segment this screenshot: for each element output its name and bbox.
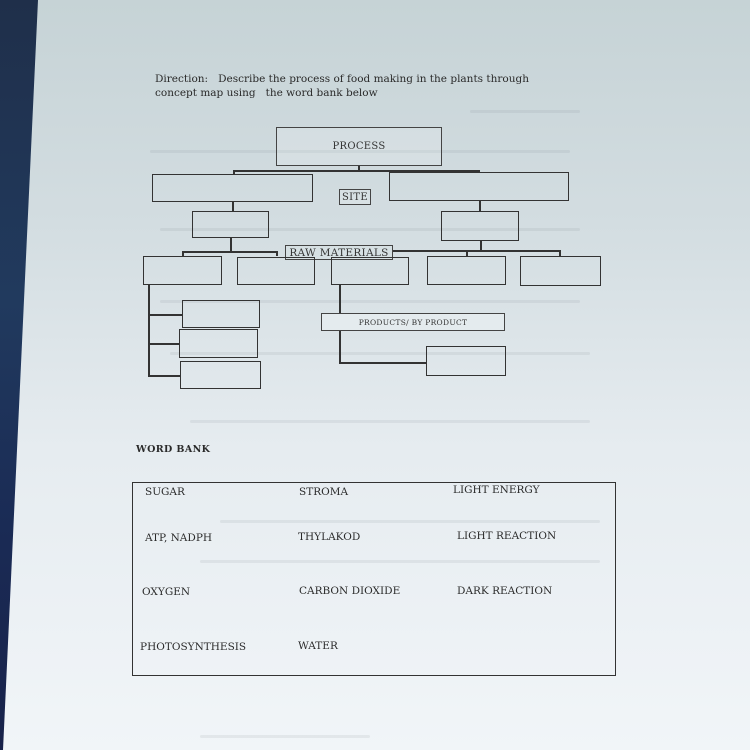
connector-line [276, 251, 278, 256]
blank-box-left-small[interactable] [192, 211, 269, 238]
connector-line [358, 166, 360, 171]
connector-line [232, 202, 234, 211]
blank-box-stack-3[interactable] [180, 361, 261, 389]
connector-line [148, 375, 180, 377]
blank-box-right-wide[interactable] [389, 172, 569, 201]
bleed-through-text [190, 420, 590, 423]
process-label: PROCESS [332, 141, 386, 152]
blank-box-right-small[interactable] [441, 211, 519, 241]
bleed-through-text [220, 520, 600, 523]
bleed-through-text [160, 228, 580, 231]
site-box: SITE [339, 189, 371, 205]
connector-line [339, 362, 427, 364]
connector-line [393, 250, 560, 252]
blank-box-left-wide[interactable] [152, 174, 313, 202]
connector-line [233, 170, 479, 172]
direction-line-1: Direction: Describe the process of food … [155, 73, 529, 85]
word-bank-title: WORD BANK [136, 444, 211, 455]
word-bank-item: LIGHT REACTION [457, 530, 557, 542]
word-bank-item: THYLAKOD [298, 531, 361, 543]
word-bank-item: PHOTOSYNTHESIS [140, 641, 247, 653]
raw-material-box-3[interactable] [331, 257, 409, 285]
connector-line [182, 251, 184, 256]
word-bank-item: CARBON DIOXIDE [299, 585, 401, 597]
direction-text: Direction: Describe the process of food … [155, 72, 585, 100]
word-bank-item: SUGAR [145, 486, 185, 498]
raw-material-box-5[interactable] [520, 256, 601, 286]
word-bank-item: WATER [298, 640, 338, 652]
raw-materials-label: RAW MATERIALS [289, 246, 389, 259]
connector-line [230, 238, 232, 252]
direction-line-2: concept map using the word bank below [155, 87, 378, 99]
word-bank-item: STROMA [299, 486, 349, 498]
bleed-through-text [470, 110, 580, 113]
connector-line [478, 170, 480, 173]
connector-line [479, 201, 481, 211]
word-bank-item: LIGHT ENERGY [453, 484, 540, 496]
site-label: SITE [342, 191, 368, 203]
word-bank-item: ATP, NADPH [145, 532, 213, 544]
background-surface [0, 0, 38, 750]
raw-material-box-2[interactable] [237, 257, 315, 285]
raw-material-box-1[interactable] [143, 256, 222, 285]
raw-material-box-4[interactable] [427, 256, 506, 285]
bleed-through-text [150, 150, 570, 153]
blank-box-stack-1[interactable] [182, 300, 260, 328]
process-box: PROCESS [276, 127, 442, 166]
connector-line [148, 314, 182, 316]
raw-materials-box: RAW MATERIALS [285, 245, 393, 260]
products-label: PRODUCTS/ BY PRODUCT [358, 317, 468, 327]
connector-line [480, 241, 482, 251]
connector-line [233, 170, 235, 175]
connector-line [182, 251, 277, 253]
bleed-through-text [200, 560, 600, 563]
connector-line [466, 250, 468, 256]
connector-line [559, 250, 561, 256]
word-bank-item: OXYGEN [142, 586, 191, 598]
bleed-through-text [160, 300, 580, 303]
blank-box-product[interactable] [426, 346, 506, 376]
connector-line [148, 285, 150, 376]
word-bank-item: DARK REACTION [457, 585, 553, 597]
word-bank-box [132, 482, 616, 676]
bleed-through-text [200, 735, 370, 738]
blank-box-stack-2[interactable] [179, 329, 258, 358]
products-box: PRODUCTS/ BY PRODUCT [321, 313, 505, 331]
bleed-through-text [170, 352, 590, 355]
connector-line [148, 343, 179, 345]
